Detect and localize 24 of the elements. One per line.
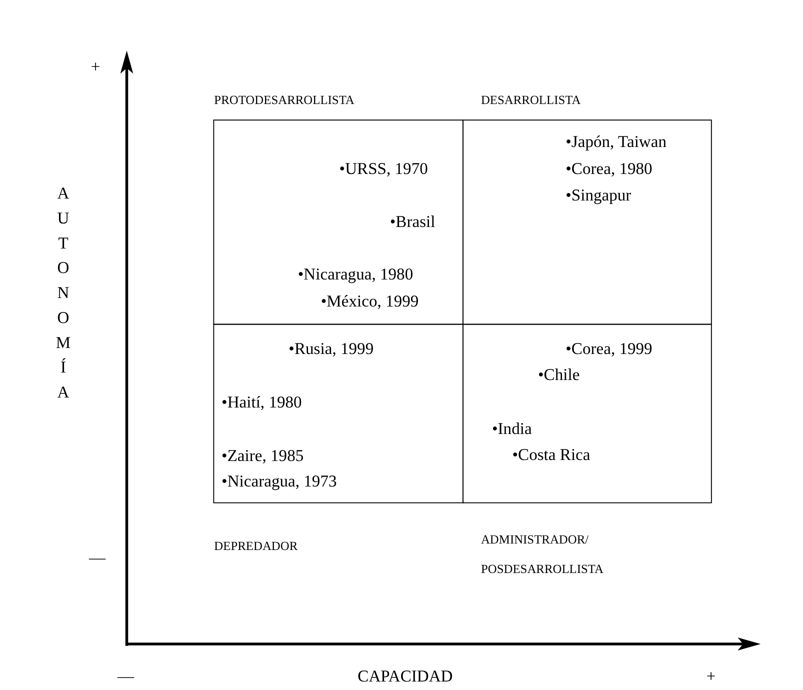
country-label: •Chile bbox=[538, 364, 580, 385]
axis-sign: — bbox=[118, 666, 134, 686]
axis-sign: + bbox=[90, 56, 100, 76]
country-label: •Haití, 1980 bbox=[222, 392, 302, 412]
axis-title: CAPACIDAD bbox=[358, 666, 453, 686]
country-label: •Rusia, 1999 bbox=[288, 338, 374, 359]
country-label: •Zaire, 1985 bbox=[222, 445, 304, 466]
country-label: •Japón, Taiwan bbox=[566, 132, 667, 152]
country-label: •Corea, 1999 bbox=[566, 338, 652, 359]
country-label: •Brasil bbox=[390, 212, 436, 232]
quadrant-title: DESARROLLISTA bbox=[480, 92, 582, 109]
country-label: •India bbox=[492, 418, 532, 439]
country-label: •Nicaragua, 1973 bbox=[222, 471, 337, 492]
country-label: •Nicaragua, 1980 bbox=[298, 264, 414, 284]
country-label: •México, 1999 bbox=[320, 290, 419, 311]
quadrant-title: DEPREDADOR bbox=[214, 538, 299, 555]
axis-title: AUTONOMÍA bbox=[54, 184, 72, 408]
country-label: •Costa Rica bbox=[512, 444, 590, 465]
axis-sign: + bbox=[706, 666, 716, 686]
country-label: •Corea, 1980 bbox=[566, 158, 652, 178]
axis-sign: — bbox=[89, 547, 106, 568]
country-label: •URSS, 1970 bbox=[339, 158, 428, 178]
quadrant-title: ADMINISTRADOR/ POSDESARROLLISTA bbox=[480, 532, 604, 578]
country-label: •Singapur bbox=[566, 184, 632, 206]
